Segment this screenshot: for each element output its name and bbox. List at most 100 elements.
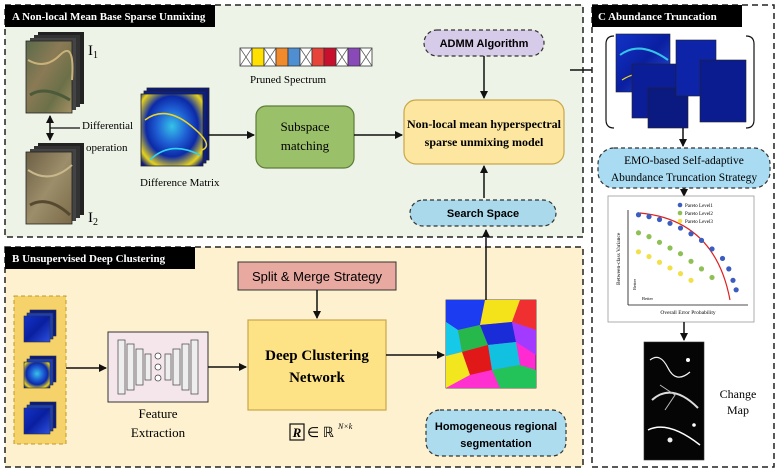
patch-stack-3 bbox=[23, 401, 57, 435]
difference-matrix-image bbox=[140, 87, 210, 167]
pruned-cell-cross bbox=[239, 47, 253, 67]
legend-marker-level1 bbox=[677, 202, 683, 208]
panel-a: A Non-local Mean Base Sparse Unmixing I1… bbox=[4, 4, 584, 238]
panel-c-title: C Abundance Truncation bbox=[598, 11, 717, 23]
legend-marker-level3 bbox=[677, 218, 683, 224]
pareto-level2-point bbox=[667, 245, 673, 251]
pruned-spectrum-label: Pruned Spectrum bbox=[250, 74, 327, 86]
svg-text:N×k: N×k bbox=[337, 422, 353, 431]
admm-label: ADMM Algorithm bbox=[440, 38, 529, 50]
legend-level3: Pareto Level3 bbox=[685, 220, 713, 225]
panel-c: C Abundance Truncation EMO-based Self-ad… bbox=[591, 4, 775, 468]
change-map-label-2: Map bbox=[727, 403, 749, 417]
pareto-level2-point bbox=[646, 234, 652, 240]
patch-stack-1 bbox=[23, 309, 57, 343]
pruned-cell-cross bbox=[263, 47, 277, 67]
panel-a-title-bg bbox=[5, 5, 215, 27]
pareto-level1-point bbox=[726, 266, 732, 272]
pareto-level2-point bbox=[635, 230, 642, 236]
svg-text:∈ ℝ: ∈ ℝ bbox=[307, 426, 334, 441]
search-space-label: Search Space bbox=[447, 208, 519, 220]
pareto-level2-point bbox=[656, 239, 663, 245]
image-label-i2: I2 bbox=[88, 210, 98, 228]
pareto-front-plot: Pareto Level1 Pareto Level2 Pareto Level… bbox=[607, 195, 755, 323]
pareto-level2-point bbox=[698, 266, 705, 272]
pareto-level1-point bbox=[730, 277, 736, 283]
pruned-cell-cross bbox=[359, 47, 373, 67]
homog-label-1: Homogeneous regional bbox=[435, 421, 557, 433]
pareto-level1-point bbox=[719, 255, 726, 262]
pareto-level1-point bbox=[667, 220, 673, 226]
subspace-label-2: matching bbox=[281, 138, 330, 153]
pareto-level2-point bbox=[688, 258, 694, 264]
spectrum-cell bbox=[275, 47, 289, 67]
deep-clustering-network-box bbox=[247, 319, 387, 411]
differential-label-2: operation bbox=[86, 142, 128, 154]
dcn-label-1: Deep Clustering bbox=[265, 348, 369, 364]
image-stack-i1 bbox=[25, 32, 84, 114]
model-label-1: Non-local mean hyperspectral bbox=[407, 117, 562, 131]
feature-label-1: Feature bbox=[139, 406, 178, 421]
spectrum-cell bbox=[323, 47, 337, 67]
pareto-level3-point bbox=[688, 277, 694, 283]
pruned-cell-cross bbox=[335, 47, 349, 67]
differential-label-1: Differential bbox=[82, 120, 133, 132]
pareto-level1-point bbox=[677, 225, 684, 231]
admm-algorithm-box bbox=[423, 29, 545, 57]
pareto-level3-point bbox=[656, 259, 663, 265]
pareto-level3-point bbox=[635, 249, 642, 255]
change-map-label-1: Change bbox=[720, 387, 757, 401]
spectrum-cell bbox=[347, 47, 361, 67]
pareto-level3-point bbox=[677, 271, 684, 277]
feature-extraction-network bbox=[107, 331, 209, 403]
pruned-cell-cross bbox=[299, 47, 313, 67]
homog-label-2: segmentation bbox=[460, 438, 532, 450]
pareto-better-x: Better bbox=[642, 296, 653, 301]
panel-b-title-bg bbox=[5, 247, 195, 269]
subspace-matching-box bbox=[255, 105, 355, 169]
panel-b-title: B Unsupervised Deep Clustering bbox=[12, 253, 166, 265]
legend-marker-level2 bbox=[677, 210, 683, 216]
pareto-level1-point bbox=[698, 237, 705, 243]
abundance-maps bbox=[605, 33, 755, 129]
pareto-better-y: Better bbox=[632, 279, 637, 290]
search-space-box bbox=[409, 199, 557, 227]
formula-r: R ∈ ℝ N×k bbox=[289, 422, 353, 441]
legend-level2: Pareto Level2 bbox=[685, 212, 713, 217]
image-stack-i2 bbox=[25, 143, 84, 225]
difference-matrix-label: Difference Matrix bbox=[140, 177, 220, 189]
legend-level1: Pareto Level1 bbox=[685, 204, 713, 209]
segmentation-map bbox=[445, 299, 537, 389]
pareto-level2-point bbox=[709, 274, 715, 281]
pareto-level1-point bbox=[733, 287, 739, 293]
spectrum-cell bbox=[287, 47, 301, 67]
panel-c-title-bg bbox=[592, 5, 742, 27]
pareto-level3-point bbox=[646, 253, 652, 260]
pareto-level1-point bbox=[646, 214, 652, 220]
svg-text:R: R bbox=[292, 425, 302, 440]
feature-label-2: Extraction bbox=[131, 425, 186, 440]
panel-a-title: A Non-local Mean Base Sparse Unmixing bbox=[12, 11, 206, 23]
pareto-y-label: Between-class Variance bbox=[616, 232, 622, 285]
subspace-label-1: Subspace bbox=[280, 119, 329, 134]
dcn-label-2: Network bbox=[289, 370, 345, 386]
pareto-level2-point bbox=[677, 251, 684, 257]
change-map-image bbox=[643, 341, 705, 461]
split-merge-label: Split & Merge Strategy bbox=[252, 269, 383, 284]
pareto-level1-point bbox=[656, 216, 663, 223]
homogeneous-segmentation-box bbox=[425, 409, 567, 457]
emo-label-2: Abundance Truncation Strategy bbox=[611, 172, 758, 184]
pareto-x-label: Overall Error Probability bbox=[660, 310, 716, 316]
pruned-spectrum-bar bbox=[239, 47, 373, 67]
emo-label-1: EMO-based Self-adaptive bbox=[624, 155, 744, 167]
pareto-level1-point bbox=[709, 246, 715, 252]
unmixing-model-box bbox=[403, 99, 565, 165]
image-label-i1: I1 bbox=[88, 43, 98, 61]
patch-stack-2 bbox=[23, 355, 57, 389]
pareto-level3-point bbox=[667, 265, 673, 271]
pareto-level1-point bbox=[688, 231, 694, 237]
spectrum-cell bbox=[251, 47, 265, 67]
spectrum-cell bbox=[311, 47, 325, 67]
panel-b: B Unsupervised Deep Clustering bbox=[4, 229, 584, 468]
